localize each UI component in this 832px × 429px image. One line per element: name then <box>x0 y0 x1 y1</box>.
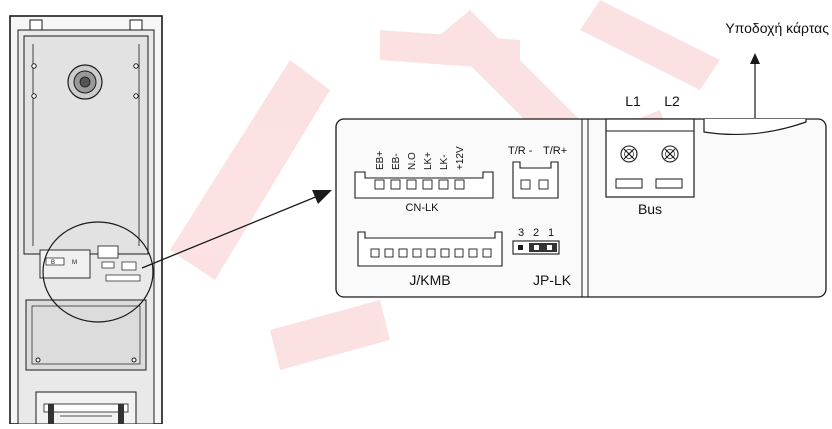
cn-lk-pin-eb-minus: EB- <box>391 153 402 170</box>
bus-label: Bus <box>638 201 662 217</box>
zoom-arrow <box>141 190 332 269</box>
zoom-circle <box>42 221 154 323</box>
cn-lk-pin-lk-minus: LK- <box>439 154 450 170</box>
jp-lk-pin-1: 1 <box>548 227 554 239</box>
card-slot-label: Υποδοχή κάρτας <box>725 20 829 36</box>
tr-connector <box>512 161 559 199</box>
cn-lk-pin-lk-plus: LK+ <box>423 152 434 170</box>
jp-lk-label: JP-LK <box>533 272 572 288</box>
j-kmb-connector <box>357 231 503 267</box>
door-station <box>9 15 163 425</box>
cn-lk-pin-no: N.O <box>407 152 418 170</box>
jp-lk-pin-3: 3 <box>518 227 524 239</box>
cn-lk-pin-eb-plus: EB+ <box>375 151 386 170</box>
cn-lk-pin-12v: +12V <box>455 146 466 170</box>
l2-label: L2 <box>664 93 680 109</box>
tr-plus-label: T/R+ <box>543 145 567 157</box>
card-slot <box>703 119 807 136</box>
device-mini-label-left: B <box>51 260 55 266</box>
cn-lk-label: CN-LK <box>405 202 439 214</box>
bus-terminal-block <box>605 118 695 198</box>
jp-lk-pin-2: 2 <box>533 227 539 239</box>
card-slot-arrow <box>750 53 760 118</box>
tr-minus-label: T/R - <box>508 145 533 157</box>
device-mini-label-right: M <box>72 260 77 266</box>
j-kmb-label: J/KMB <box>409 272 450 288</box>
cn-lk-connector <box>354 171 494 199</box>
l1-label: L1 <box>625 93 641 109</box>
jp-lk-jumper <box>512 240 560 255</box>
